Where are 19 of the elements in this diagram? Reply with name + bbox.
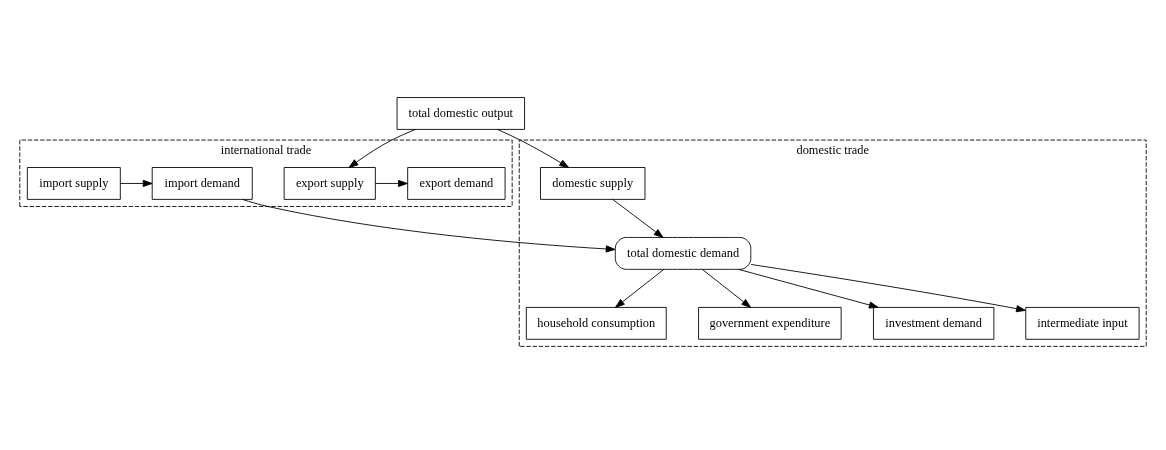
node-box: total domestic output: [396, 96, 525, 130]
arrow: [738, 268, 879, 308]
node-box: household consumption: [525, 306, 667, 340]
node-box: intermediate input: [1025, 306, 1140, 340]
arrow: [120, 179, 153, 187]
node-box: domestic supply: [540, 166, 646, 200]
node-box: investment demand: [873, 306, 995, 340]
arrow: [241, 198, 616, 252]
node-box: export supply: [283, 166, 376, 200]
node-box: import supply: [26, 166, 121, 200]
arrow: [612, 198, 664, 238]
node-box: total domestic demand: [614, 236, 752, 270]
node-box: export demand: [407, 166, 506, 200]
node-box: government expenditure: [698, 306, 842, 340]
arrow: [750, 263, 1026, 312]
arrow: [701, 268, 752, 308]
arrow: [375, 179, 408, 187]
arrow: [615, 268, 665, 308]
node-box: import demand: [151, 166, 253, 200]
